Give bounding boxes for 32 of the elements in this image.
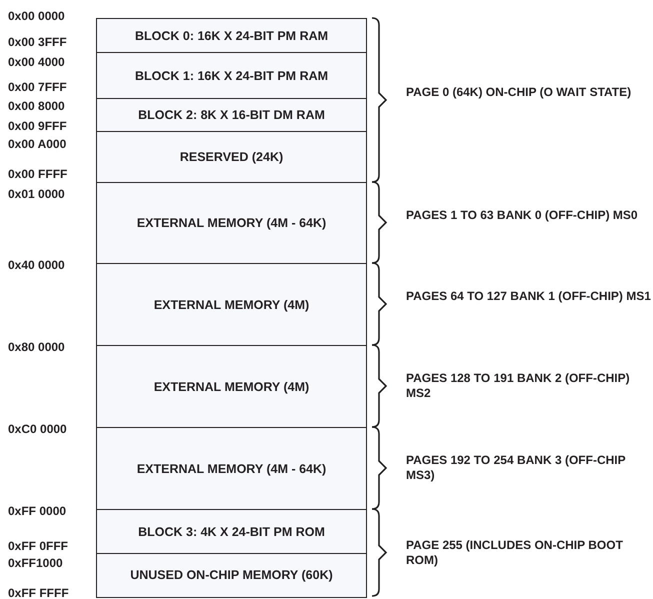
- address-label: 0xFF FFFF: [8, 586, 69, 599]
- address-label: 0x40 0000: [8, 258, 65, 272]
- memory-block: EXTERNAL MEMORY (4M): [96, 263, 367, 346]
- page-description: PAGES 64 TO 127 BANK 1 (OFF-CHIP) MS1: [406, 289, 651, 304]
- address-label: 0x00 3FFF: [8, 35, 67, 49]
- page-description: PAGES 192 TO 254 BANK 3 (OFF-CHIP MS3): [406, 453, 626, 483]
- memory-block: UNUSED ON-CHIP MEMORY (60K): [96, 553, 367, 598]
- memory-block: BLOCK 3: 4K X 24-BIT PM ROM: [96, 509, 367, 554]
- memory-block: BLOCK 0: 16K X 24-BIT PM RAM: [96, 18, 367, 54]
- address-label: 0x00 4000: [8, 55, 65, 69]
- address-label: 0x00 0000: [8, 9, 65, 23]
- address-label: 0xC0 0000: [8, 422, 67, 436]
- memory-block: EXTERNAL MEMORY (4M - 64K): [96, 427, 367, 510]
- address-label: 0x00 FFFF: [8, 167, 68, 181]
- page-description: PAGES 1 TO 63 BANK 0 (OFF-CHIP) MS0: [406, 208, 639, 222]
- address-label: 0xFF1000: [8, 556, 63, 570]
- address-label: 0xFF 0FFF: [8, 539, 68, 553]
- page-description: PAGE 255 (INCLUDES ON-CHIP BOOT ROM): [406, 538, 624, 568]
- address-label: 0xFF 0000: [8, 504, 66, 518]
- address-label: 0x00 9FFF: [8, 119, 67, 133]
- memory-block: RESERVED (24K): [96, 131, 367, 184]
- page-description: PAGES 128 TO 191 BANK 2 (OFF-CHIP) MS2: [406, 371, 631, 401]
- address-label: 0x00 8000: [8, 99, 65, 113]
- address-label: 0x00 A000: [8, 137, 66, 151]
- address-label: 0x80 0000: [8, 340, 65, 354]
- memory-block: BLOCK 2: 8K X 16-BIT DM RAM: [96, 98, 367, 132]
- address-label: 0x00 7FFF: [8, 80, 67, 94]
- address-label: 0x01 0000: [8, 187, 65, 201]
- memory-block: EXTERNAL MEMORY (4M - 64K): [96, 182, 367, 264]
- memory-block: BLOCK 1: 16K X 24-BIT PM RAM: [96, 52, 367, 100]
- memory-block: EXTERNAL MEMORY (4M): [96, 345, 367, 428]
- page-description: PAGE 0 (64K) ON-CHIP (O WAIT STATE): [406, 85, 632, 100]
